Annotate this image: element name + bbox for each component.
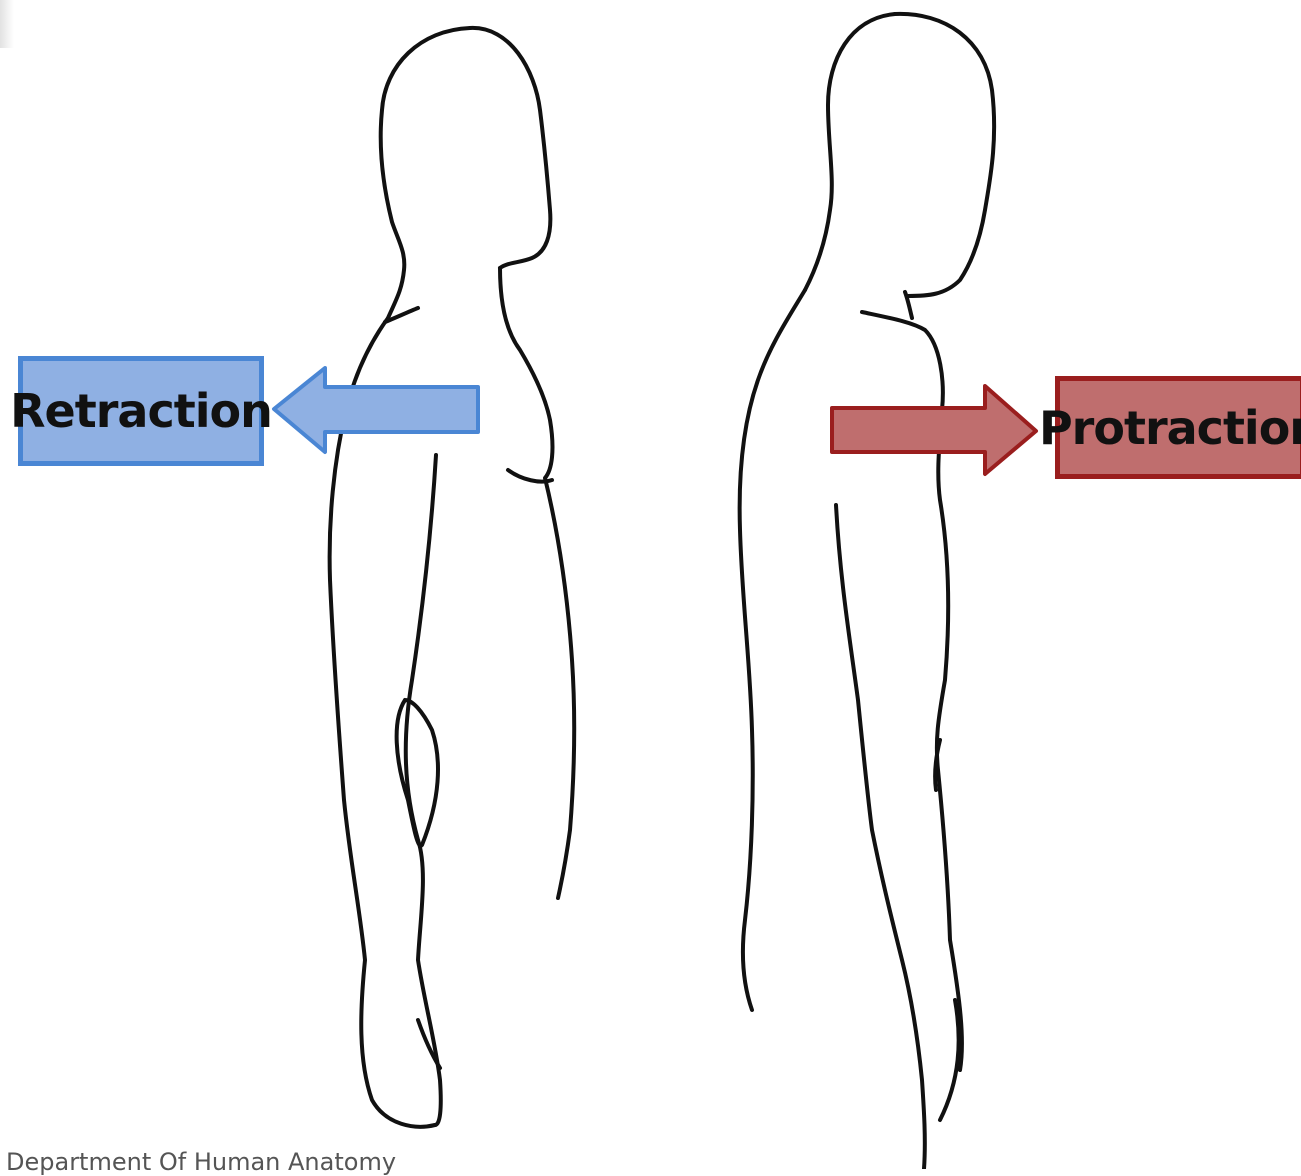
right-figure-arm-back xyxy=(836,505,925,1169)
protraction-label-box: Protraction xyxy=(1055,376,1301,479)
right-figure-head xyxy=(805,14,895,290)
right-figure-face xyxy=(895,14,994,296)
retraction-arrow xyxy=(274,368,478,452)
left-figure-front xyxy=(500,268,574,898)
right-figure-back xyxy=(740,290,805,1010)
retraction-label-box: Retraction xyxy=(18,356,264,466)
protraction-label: Protraction xyxy=(1039,401,1301,455)
retraction-label: Retraction xyxy=(10,384,272,438)
footer-caption: Department Of Human Anatomy xyxy=(6,1148,396,1176)
left-figure-head xyxy=(381,28,470,318)
left-figure-arm-back xyxy=(397,700,438,846)
left-figure-back xyxy=(330,318,435,1127)
left-figure-face xyxy=(470,28,550,268)
right-figure-hand xyxy=(940,1000,959,1120)
protraction-arrow xyxy=(832,386,1036,474)
